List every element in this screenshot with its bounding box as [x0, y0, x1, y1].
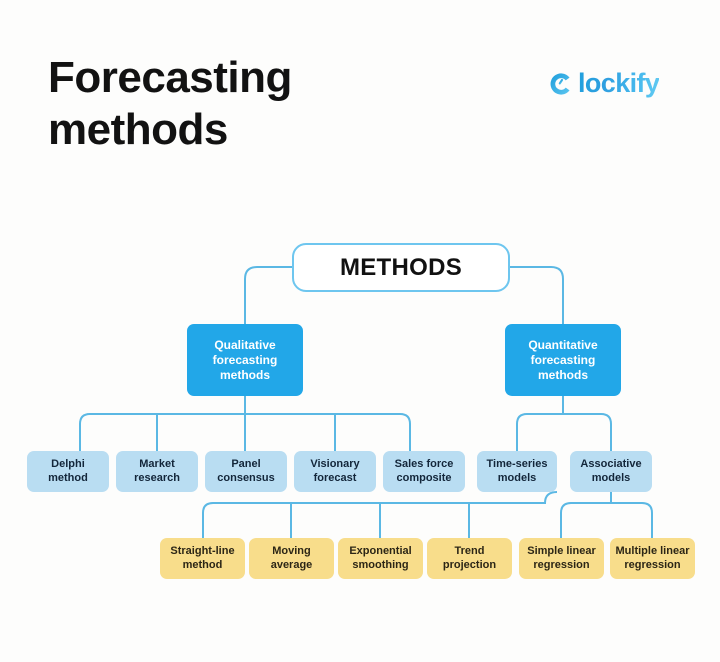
node-methods[interactable]: METHODS — [292, 243, 510, 292]
node-associative-models[interactable]: Associative models — [570, 451, 652, 492]
node-qualitative-forecasting-methods[interactable]: Qualitative forecasting methods — [187, 324, 303, 396]
node-quantitative-forecasting-methods[interactable]: Quantitative forecasting methods — [505, 324, 621, 396]
node-exponential-smoothing[interactable]: Exponential smoothing — [338, 538, 423, 579]
clockify-logo: lockify — [548, 68, 660, 99]
node-trend-projection[interactable]: Trend projection — [427, 538, 512, 579]
clockify-c-clock-icon — [550, 72, 570, 95]
node-sales-force-composite[interactable]: Sales force composite — [383, 451, 465, 492]
node-market-research[interactable]: Market research — [116, 451, 198, 492]
node-delphi-method[interactable]: Delphi method — [27, 451, 109, 492]
node-time-series-models[interactable]: Time-series models — [477, 451, 557, 492]
node-multiple-linear-regression[interactable]: Multiple linear regression — [610, 538, 695, 579]
node-moving-average[interactable]: Moving average — [249, 538, 334, 579]
page-title: Forecasting methods — [48, 53, 292, 154]
clockify-wordmark: lockify — [578, 68, 660, 98]
node-simple-linear-regression[interactable]: Simple linear regression — [519, 538, 604, 579]
node-straight-line-method[interactable]: Straight-line method — [160, 538, 245, 579]
node-visionary-forecast[interactable]: Visionary forecast — [294, 451, 376, 492]
node-panel-consensus[interactable]: Panel consensus — [205, 451, 287, 492]
